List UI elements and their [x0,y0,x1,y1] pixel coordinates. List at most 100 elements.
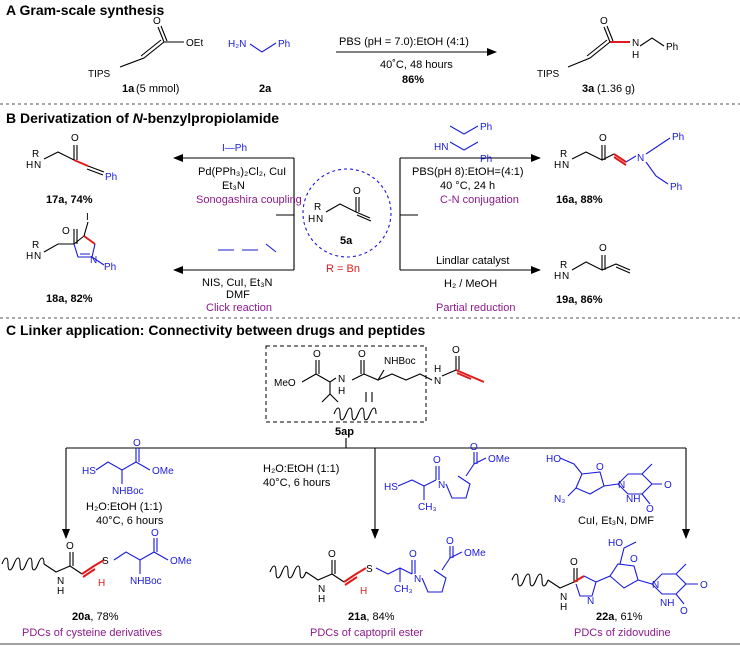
atom-h: H [57,586,64,597]
tips-label: TIPS [537,69,560,80]
azide-reagent [218,243,277,253]
atom-h: H [308,214,315,225]
compound-5ap: MeO O N H O NHBoc N H O 5ap [265,345,485,438]
atom-o: O [646,504,654,515]
compound-3a-amount: (1.36 g) [597,83,635,95]
atom-o: O [700,580,708,591]
rxn19-line1: Lindlar catalyst [436,255,509,267]
atom-h: H [26,160,33,171]
compound-1a: TIPS O OEt 1a (5 mmol) [88,16,203,95]
atom-h: H [338,386,345,397]
label-18a: 18a, 82% [46,293,93,305]
label-22a: 22a, 61% [596,611,643,623]
peptide-coil-icon [269,565,307,579]
atom-i: I [86,212,89,223]
atom-nhboc: NHBoc [112,486,144,497]
atom-ome: OMe [152,466,174,477]
label-5ap: 5ap [335,426,354,438]
middle-cond-2: 40°C, 6 hours [263,477,331,489]
caption-22a: PDCs of zidovudine [574,627,671,639]
section-b-title-italic: N [133,110,144,126]
compound-20a: N H O S H O OMe NHBoc 20a, 78% PDCs of c… [1,528,192,639]
atom-n: N [316,214,323,225]
atom-n: N [34,160,41,171]
atom-o: O [596,462,604,473]
peptide-coil-icon [1,557,45,571]
atom-nhboc: NHBoc [384,356,416,367]
atom-nh: NH [660,598,674,609]
compound-3a-id: 3a [582,83,595,95]
atom-r: R [32,240,39,251]
atom-h: H [560,602,567,613]
atom-ch3: CH₃ [418,502,437,513]
product-22a-id: 22a [596,611,615,623]
rxn17-line1: Pd(PPh₃)₂Cl₂, CuI [198,166,286,178]
left-cond-2: 40°C, 6 hours [96,515,164,527]
atom-r: R [560,149,567,160]
atom-ch3: CH₃ [394,584,413,595]
rxn16-name: C-N conjugation [440,194,519,206]
label-21a: 21a, 84% [348,611,395,623]
compound-19a: R N H O 19a, 86% [554,243,631,306]
atom-nh: NH [626,494,640,505]
atom-ph: Ph [670,182,682,193]
atom-o: O [452,345,460,356]
atom-n: N [318,584,325,595]
atom-n: N [562,271,569,282]
atom-o: O [599,243,607,254]
atom-o: O [328,549,336,560]
atom-ho: HO [546,454,561,465]
atom-r: R [32,149,39,160]
atom-o: O [599,133,607,144]
conditions-a-yield: 86% [402,74,424,86]
arrows-right: HN Ph Ph PBS(pH 8):EtOH=(4:1) 40 °C, 24 … [399,122,541,314]
atom-r: R [314,202,321,213]
compound-22a: N H O N HO O N O NH O 22a, 61% PDCs of z… [511,538,708,639]
atom-n: N [560,592,567,603]
atom-n: N [90,255,97,266]
product-22a-yield: , 61% [614,611,642,623]
compound-2a: H₂N Ph 2a [228,39,290,95]
atom-n: N [338,374,345,385]
atom-o: O [133,438,141,449]
compound-1a-amount: (5 mmol) [136,83,179,95]
atom-ph: Ph [104,262,116,273]
atom-ome: OMe [170,556,192,567]
compound-1a-id: 1a [122,83,135,95]
arrows-c [62,438,690,539]
caption-20a: PDCs of cysteine derivatives [22,627,162,639]
compound-21a: N H O S H CH₃ O N O OMe 21a, 84% PDCs of… [269,536,486,639]
compound-16a: R N H O N Ph Ph 16a, 88% [554,132,684,206]
peptide-coil-icon [333,407,377,421]
compound-18a: R N H O I N Ph 18a, 82% [26,212,116,305]
reagent-cysteine: HS O OMe NHBoc H₂O:EtOH (1:1) 40°C, 6 ho… [82,438,174,527]
reaction-a-arrow: PBS (pH = 7.0):EtOH (4:1) 40˚C, 48 hours… [336,36,497,86]
rxn17-name: Sonogashira coupling [196,194,302,206]
product-20a-yield: , 78% [90,611,118,623]
atom-o: O [664,480,672,491]
right-cond-1: CuI, Et₃N, DMF [578,515,654,527]
atom-h: H [98,578,105,589]
atom-hs: HS [384,482,398,493]
section-b-title-prefix: B Derivatization of [6,110,133,126]
atom-o: O [71,133,79,144]
compound-5a: R N H O 5a R = Bn [302,168,392,275]
atom-ome: OMe [464,548,486,559]
reagent-iph: I—Ph [222,143,247,154]
product-21a-yield: , 84% [366,611,394,623]
atom-n: N [34,251,41,262]
atom-n: N [562,160,569,171]
label-19a: 19a, 86% [556,294,603,306]
atom-n: N [618,480,625,491]
atom-h: H [632,50,639,61]
tips-label: TIPS [88,69,111,80]
atom-o: O [600,16,608,27]
peptide-coil-icon [511,573,549,587]
middle-cond-1: H₂O:EtOH (1:1) [263,463,339,475]
atom-n: N [414,574,421,585]
conditions-a-line1: PBS (pH = 7.0):EtOH (4:1) [339,36,469,48]
atom-s: S [102,556,109,567]
atom-n: N [632,38,639,49]
atom-meo: MeO [274,378,296,389]
